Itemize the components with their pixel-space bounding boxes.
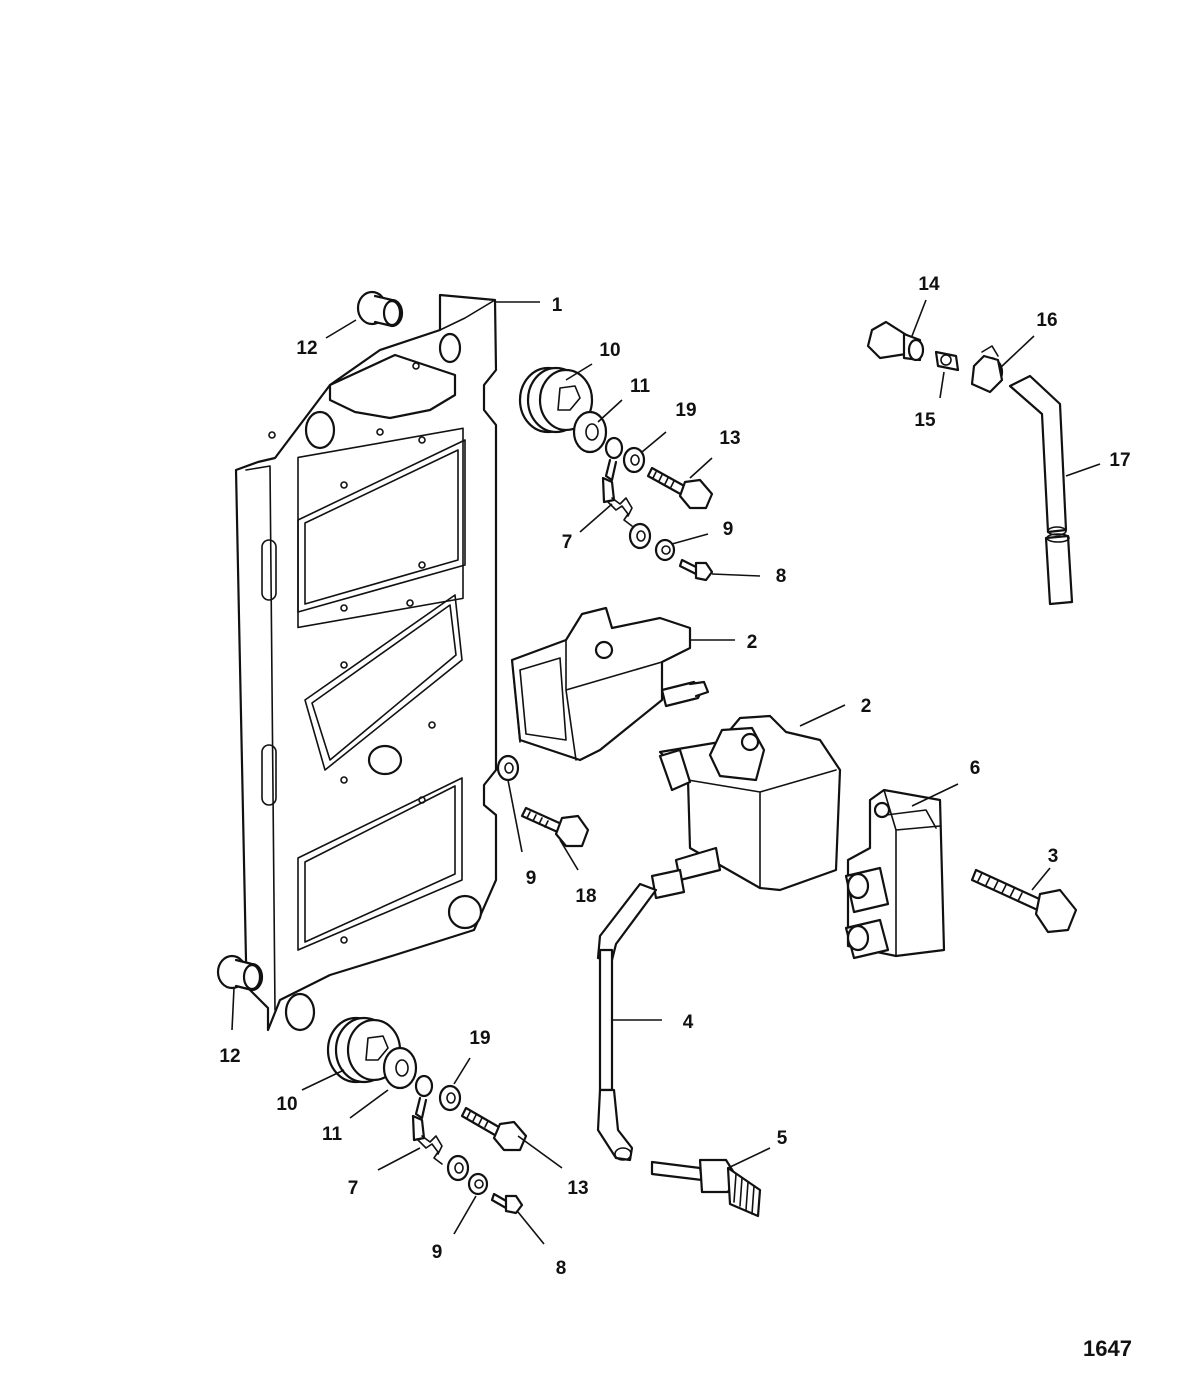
callout-10-upper: 10 bbox=[599, 340, 620, 361]
callout-9-middle: 9 bbox=[526, 868, 537, 889]
washer-9-lower bbox=[467, 1172, 489, 1196]
callout-10-lower: 10 bbox=[276, 1094, 297, 1115]
hose-clamp-16 bbox=[970, 345, 1004, 394]
callout-labels: 1 12 10 11 19 13 7 9 8 2 2 6 3 9 18 4 5 … bbox=[219, 274, 1130, 1279]
callout-6: 6 bbox=[970, 758, 981, 779]
figure-number: 1647 bbox=[1083, 1336, 1132, 1361]
bolt-18 bbox=[520, 806, 590, 848]
callout-7-upper: 7 bbox=[562, 532, 573, 553]
washer-11-lower bbox=[382, 1046, 418, 1090]
callout-14: 14 bbox=[918, 274, 940, 295]
grommet-upper bbox=[518, 366, 594, 434]
bolt-13-upper bbox=[646, 466, 714, 510]
washer-9-middle bbox=[496, 754, 520, 782]
callout-11-upper: 11 bbox=[630, 376, 651, 397]
ignition-coil-upper bbox=[510, 606, 710, 762]
callout-11-lower: 11 bbox=[322, 1124, 343, 1145]
ground-strap-lower bbox=[411, 1074, 470, 1182]
callout-13-upper: 13 bbox=[719, 428, 740, 449]
ignition-coil-lower bbox=[650, 714, 842, 900]
washer-19-lower bbox=[438, 1084, 462, 1112]
callout-18: 18 bbox=[575, 886, 596, 907]
leader-lines bbox=[231, 299, 1101, 1245]
hose-17 bbox=[1008, 374, 1074, 606]
callout-13-lower: 13 bbox=[567, 1178, 588, 1199]
callout-1: 1 bbox=[552, 295, 563, 316]
callout-12-lower: 12 bbox=[219, 1046, 240, 1067]
spark-plug bbox=[650, 1158, 762, 1218]
bushing-lower bbox=[216, 954, 264, 992]
callout-19-upper: 19 bbox=[675, 400, 696, 421]
spark-plug-lead bbox=[596, 882, 658, 1162]
screw-8-upper bbox=[678, 558, 714, 582]
callout-9-upper: 9 bbox=[723, 519, 734, 540]
mounting-plate bbox=[234, 293, 498, 1032]
callout-8-upper: 8 bbox=[776, 566, 787, 587]
callout-15: 15 bbox=[914, 410, 936, 431]
callout-16: 16 bbox=[1036, 310, 1057, 331]
washer-9-upper bbox=[654, 538, 676, 562]
callout-9-lower: 9 bbox=[432, 1242, 443, 1263]
bushing-upper bbox=[356, 290, 404, 328]
callout-12-upper: 12 bbox=[296, 338, 317, 359]
bolt-3 bbox=[970, 868, 1078, 934]
callout-19-lower: 19 bbox=[469, 1028, 490, 1049]
callout-2-upper: 2 bbox=[747, 632, 758, 653]
callout-2-lower: 2 bbox=[861, 696, 872, 717]
washer-19-upper bbox=[622, 446, 646, 474]
callout-4: 4 bbox=[683, 1012, 694, 1033]
callout-17: 17 bbox=[1109, 450, 1130, 471]
module-6 bbox=[844, 788, 946, 960]
callout-5: 5 bbox=[777, 1128, 788, 1149]
screw-8-lower bbox=[490, 1192, 524, 1215]
fitting-15 bbox=[934, 350, 960, 372]
callout-7-lower: 7 bbox=[348, 1178, 359, 1199]
callout-3: 3 bbox=[1048, 846, 1059, 867]
callout-8-lower: 8 bbox=[556, 1258, 567, 1279]
ground-strap-upper bbox=[601, 436, 652, 550]
bolt-13-lower bbox=[460, 1106, 528, 1152]
sensor-fitting-14 bbox=[866, 320, 925, 362]
